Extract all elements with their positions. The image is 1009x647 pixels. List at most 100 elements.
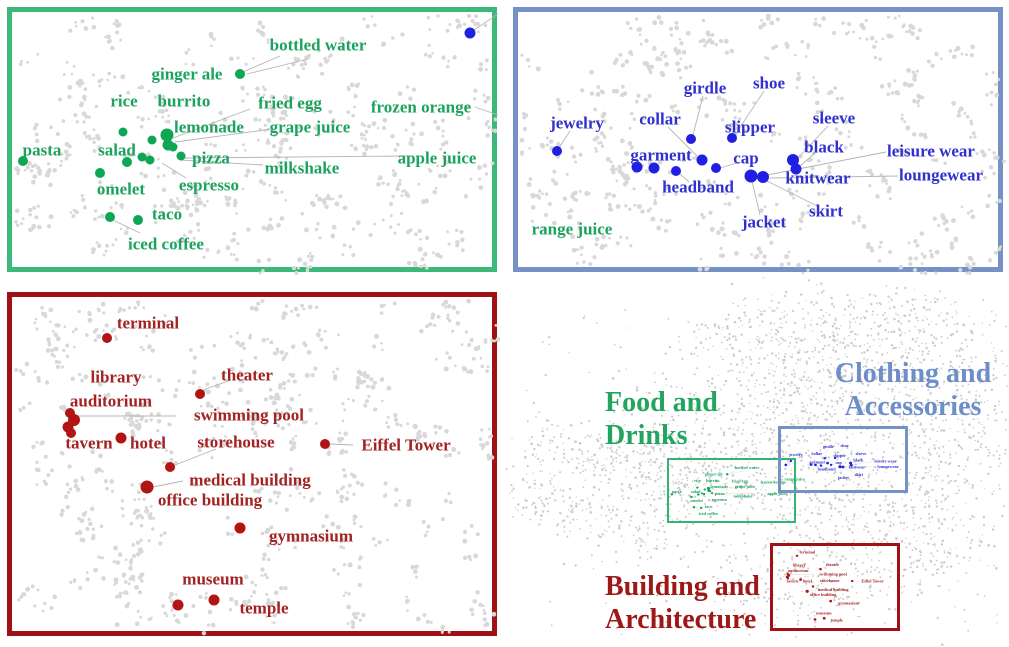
point-label: jewelry <box>549 114 604 133</box>
point-label: loungewear <box>899 166 984 185</box>
data-point <box>686 134 696 144</box>
point-label: pizza <box>192 149 230 168</box>
data-point <box>552 146 562 156</box>
data-point <box>234 522 246 534</box>
point-label: library <box>91 368 142 387</box>
mini-panel-food-drinks <box>670 460 794 516</box>
point-label: fried egg <box>258 94 322 113</box>
data-point <box>18 156 28 166</box>
point-label: temple <box>239 599 289 618</box>
scatter-plot-building-architecture: terminal library theater auditorium swimming… <box>14 298 501 636</box>
data-point <box>787 154 799 166</box>
zoom-panel-building-architecture: terminal library theater auditorium swimming… <box>7 292 501 636</box>
data-point <box>208 594 220 606</box>
overview-label-line: Building and <box>605 571 760 602</box>
point-label: pasta <box>23 141 62 160</box>
scatter-points <box>552 133 802 183</box>
point-label: auditorium <box>70 392 152 411</box>
point-label: burrito <box>158 92 211 111</box>
leader-lines <box>78 379 354 488</box>
point-label: gymnasium <box>269 527 353 546</box>
point-label: tavern <box>65 434 113 453</box>
point-label: swimming pool <box>194 406 304 425</box>
point-label: collar <box>639 110 681 129</box>
overview-label-line: Food and <box>605 387 718 418</box>
point-label: omelet <box>97 180 145 199</box>
point-label: leisure wear <box>887 142 975 161</box>
data-point <box>757 171 769 183</box>
point-label: shoe <box>753 74 786 93</box>
background-points <box>14 298 501 636</box>
point-label: garment <box>630 146 692 165</box>
data-point <box>790 163 802 175</box>
scatter-points <box>18 69 245 225</box>
panel-content: terminal library theater auditorium swimming… <box>62 314 451 618</box>
overview-label-line: Architecture <box>605 604 757 635</box>
point-label: ginger ale <box>152 65 223 84</box>
point-label: jacket <box>741 213 787 232</box>
data-point <box>115 432 127 444</box>
data-point <box>696 154 708 166</box>
point-label: terminal <box>117 314 180 333</box>
point-label: headband <box>662 178 734 197</box>
point-label: bottled water <box>270 36 367 55</box>
data-point <box>147 135 157 145</box>
point-label: taco <box>152 205 182 224</box>
data-point <box>172 599 184 611</box>
data-point <box>122 157 132 167</box>
point-label: office building <box>158 491 263 510</box>
point-label: milkshake <box>265 159 340 178</box>
mini-panel-clothing-accessories <box>784 442 899 482</box>
overview-label-line: Drinks <box>605 420 688 451</box>
mini-panel-building-architecture <box>785 549 885 623</box>
point-label: sleeve <box>813 109 856 128</box>
point-label: skirt <box>809 202 843 221</box>
data-point <box>133 215 143 225</box>
data-point <box>648 162 660 174</box>
data-point <box>165 462 175 472</box>
point-label: espresso <box>179 176 239 195</box>
background-points <box>14 13 498 276</box>
data-point <box>140 480 154 494</box>
data-point <box>145 155 155 165</box>
point-label: iced coffee <box>128 235 204 254</box>
point-label: grape juice <box>270 118 351 137</box>
data-point <box>631 161 643 173</box>
point-label: knitwear <box>785 169 851 188</box>
data-point <box>235 69 245 79</box>
point-label: cap <box>733 149 759 168</box>
point-label: range juice <box>532 220 613 239</box>
data-point <box>168 142 178 152</box>
data-point <box>118 127 128 137</box>
zoom-region-box-building-architecture <box>770 543 900 631</box>
data-point <box>160 128 174 142</box>
data-point <box>671 166 681 176</box>
point-label: theater <box>221 366 273 385</box>
scatter-points <box>62 333 330 611</box>
data-point <box>102 333 112 343</box>
overview-label-line: Accessories <box>844 391 982 422</box>
overview-label-line: Clothing and <box>834 358 992 389</box>
point-label: salad <box>98 141 136 160</box>
foreign-category-point <box>464 27 476 39</box>
data-point <box>727 133 737 143</box>
point-label: frozen orange <box>371 98 472 117</box>
data-point <box>95 168 105 178</box>
point-label: medical building <box>189 471 311 490</box>
data-point <box>320 439 330 449</box>
data-point <box>105 212 115 222</box>
point-label: girdle <box>684 79 727 98</box>
point-label: apple juice <box>398 149 477 168</box>
